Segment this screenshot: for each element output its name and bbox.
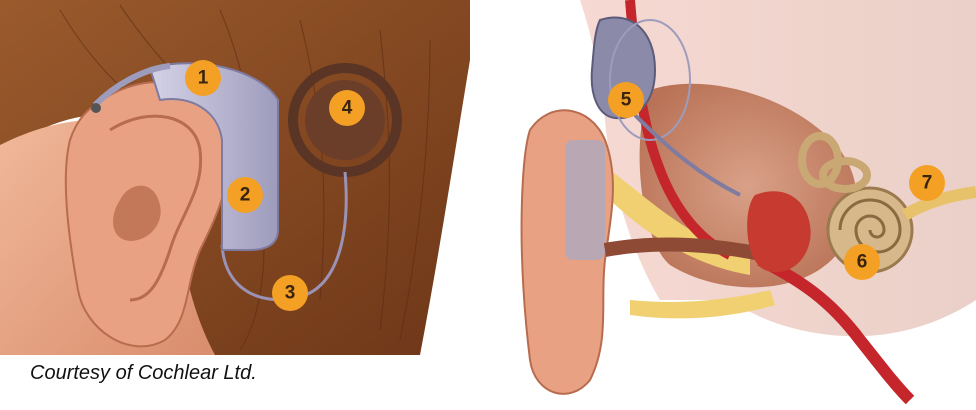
callout-7-label: 7 — [922, 173, 933, 194]
callout-3-label: 3 — [285, 283, 296, 304]
external-processor-section — [565, 140, 605, 260]
callout-5-label: 5 — [621, 90, 632, 111]
callout-6-label: 6 — [857, 252, 868, 273]
callout-6: 6 — [844, 244, 880, 280]
callout-2-label: 2 — [240, 185, 251, 206]
callout-1: 1 — [185, 60, 221, 96]
callout-7: 7 — [909, 165, 945, 201]
callout-4-label: 4 — [342, 98, 353, 119]
callout-5: 5 — [608, 82, 644, 118]
ear-cross-section-illustration: 5 6 7 — [510, 0, 976, 410]
external-ear-illustration: 1 2 3 4 Courtesy of Cochlear Ltd. — [0, 0, 470, 410]
callout-1-label: 1 — [198, 68, 209, 89]
callout-3: 3 — [272, 275, 308, 311]
callout-2: 2 — [227, 177, 263, 213]
ear-cross-section-svg: 5 6 7 — [510, 0, 976, 410]
image-credit-caption: Courtesy of Cochlear Ltd. — [30, 362, 257, 385]
external-ear-svg: 1 2 3 4 — [0, 0, 470, 410]
microphone-tip — [91, 103, 101, 113]
callout-4: 4 — [329, 90, 365, 126]
